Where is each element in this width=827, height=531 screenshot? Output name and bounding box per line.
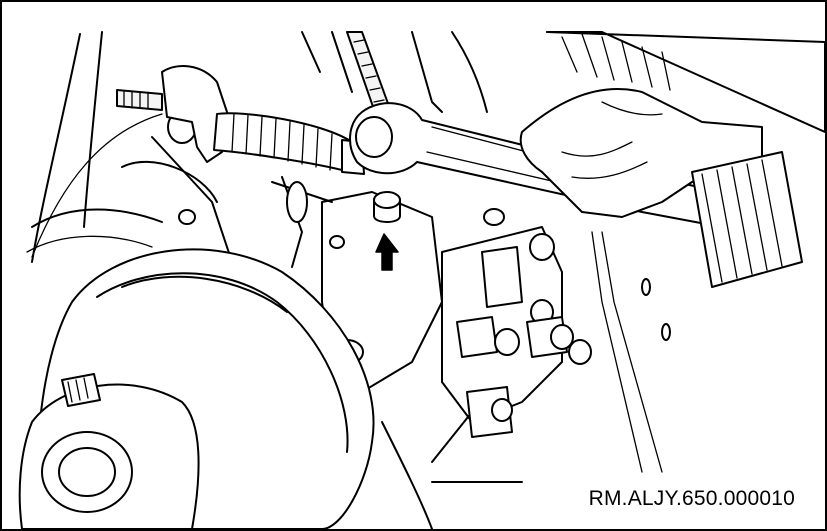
brake-cable-wire <box>31 113 163 258</box>
brake-drum <box>18 248 375 529</box>
lower-right-spring <box>691 151 803 288</box>
technician-hand <box>519 88 763 218</box>
plate-holes <box>641 278 671 341</box>
figure-reference-code: RM.ALJY.650.000010 <box>584 485 799 513</box>
target-bolt <box>373 191 401 223</box>
body-panel-lines <box>26 31 663 473</box>
up-arrow-icon <box>375 233 399 271</box>
misc-fasteners <box>178 209 523 529</box>
upper-right-spring <box>546 31 825 133</box>
